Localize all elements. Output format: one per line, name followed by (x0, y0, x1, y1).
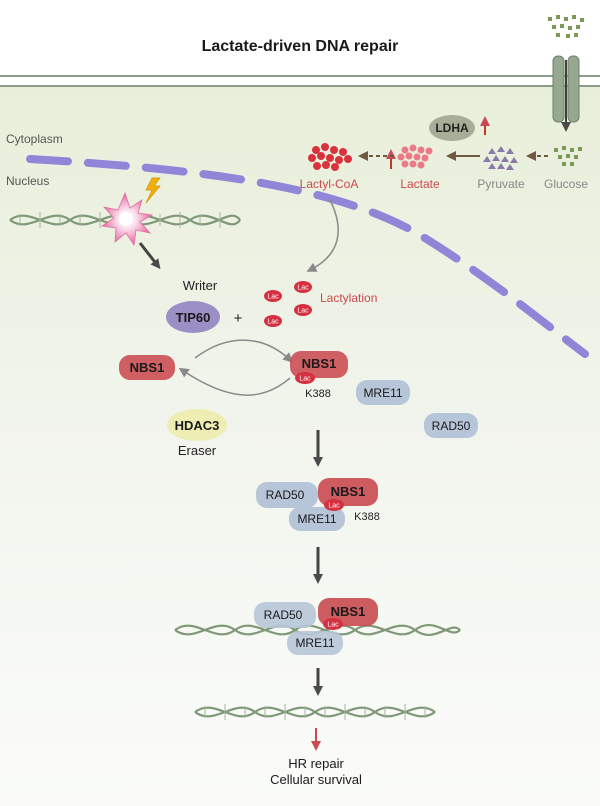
arrow-lactylcoa-to-lac (306, 199, 339, 272)
mre11-label-complex: MRE11 (297, 512, 336, 526)
lac-mark-nbs1-cycle: Lac (299, 376, 311, 383)
nuclear-envelope (26, 155, 589, 358)
ldha-label: LDHA (435, 121, 469, 135)
lightning-bolt-icon (145, 177, 161, 204)
cytoplasm-label: Cytoplasm (6, 132, 63, 146)
arrow-lactylation-forward (194, 339, 293, 363)
mrn-complex-on-dna: RAD50 MRE11 NBS1 Lac (254, 598, 378, 655)
dna-damage-burst-icon (100, 191, 154, 247)
lac-mark-2: Lac (297, 285, 309, 292)
rad50-label-dna: RAD50 (264, 608, 303, 622)
nbs1-label-dna: NBS1 (331, 604, 366, 619)
outcome-cellular-survival: Cellular survival (270, 772, 362, 787)
nbs1-label-unmodified: NBS1 (130, 360, 165, 375)
repaired-dna-base-pairs (204, 704, 426, 720)
pyruvate-cluster (483, 146, 518, 170)
cell-background (0, 86, 600, 806)
tip60-protein: TIP60 (166, 301, 220, 333)
mre11-free: MRE11 (356, 380, 410, 405)
glucose-label: Glucose (544, 177, 588, 191)
glucose-transporter (552, 55, 580, 132)
ldha-enzyme: LDHA (429, 115, 475, 141)
nbs1-lactylated: NBS1 Lac (290, 351, 348, 384)
nbs1-unmodified: NBS1 (119, 355, 175, 380)
lac-mark-dna: Lac (327, 622, 339, 629)
nbs1-label-complex: NBS1 (331, 484, 366, 499)
nbs1-label-lactylated: NBS1 (302, 356, 337, 371)
rad50-label-complex: RAD50 (266, 488, 305, 502)
lactate-label: Lactate (400, 177, 440, 191)
lac-mark-1: Lac (267, 294, 279, 301)
mrn-complex: RAD50 MRE11 NBS1 Lac (256, 478, 378, 531)
tip60-label: TIP60 (176, 310, 211, 325)
eraser-label: Eraser (178, 443, 217, 458)
diagram-title: Lactate-driven DNA repair (202, 38, 399, 55)
lactyl-coa-cluster (308, 143, 352, 171)
lactate-cluster (397, 144, 433, 169)
nucleus-label: Nucleus (6, 174, 49, 188)
rad50-free: RAD50 (424, 413, 478, 438)
lactylation-label: Lactylation (320, 291, 377, 305)
rad50-label-free: RAD50 (432, 419, 471, 433)
hdac3-label: HDAC3 (175, 418, 220, 433)
lac-mark-4: Lac (267, 319, 279, 326)
mre11-label-dna: MRE11 (295, 636, 334, 650)
lac-mark-3: Lac (297, 308, 309, 315)
mre11-label-free: MRE11 (363, 386, 402, 400)
lactyl-coa-label: Lactyl-CoA (300, 177, 359, 191)
repaired-dna-helix (194, 706, 436, 718)
pyruvate-label: Pyruvate (477, 177, 525, 191)
glucose-cluster (554, 146, 582, 166)
glucose-dots-outside (548, 15, 584, 38)
arrow-delactylation-reverse (178, 367, 291, 396)
lac-marks-cluster: Lac Lac Lac Lac (264, 281, 312, 327)
hdac3-protein: HDAC3 (167, 409, 227, 441)
plus-sign: + (234, 310, 243, 327)
outcome-hr-repair: HR repair (288, 756, 344, 771)
writer-label: Writer (183, 278, 218, 293)
k388-label-complex: K388 (354, 511, 380, 523)
arrow-damage-to-writer (138, 242, 161, 270)
k388-label-cycle: K388 (305, 388, 331, 400)
lac-mark-complex: Lac (328, 503, 340, 510)
